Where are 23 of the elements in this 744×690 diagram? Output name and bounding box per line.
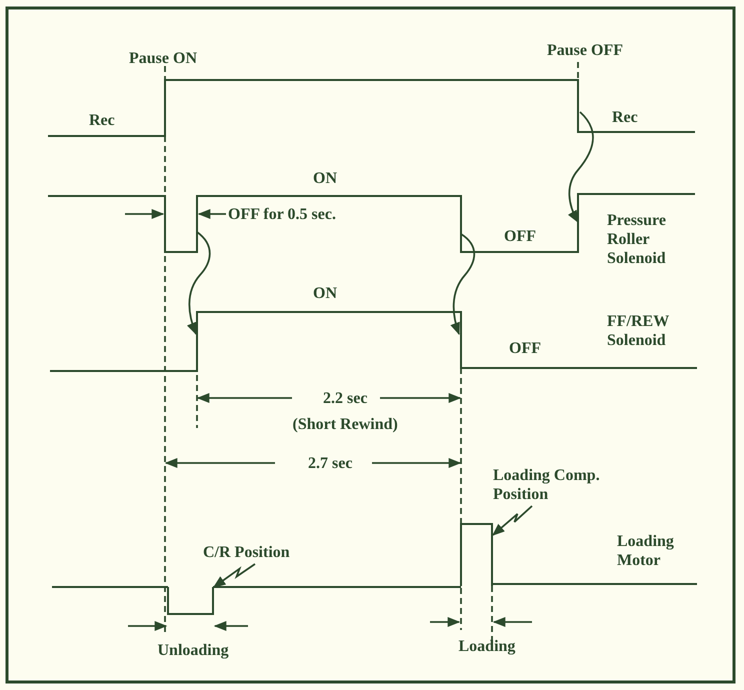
label: Pause OFF: [547, 40, 623, 60]
label: (Short Rewind): [292, 414, 398, 434]
label: Loading: [458, 636, 516, 656]
label: OFF: [509, 338, 541, 358]
callout-label: C/R Position: [203, 543, 333, 562]
label: Pause ON: [129, 48, 197, 68]
label: OFF: [504, 226, 536, 246]
label: 2.2 sec: [323, 388, 368, 408]
label: ON: [313, 168, 337, 188]
label: OFF for 0.5 sec.: [228, 204, 336, 224]
label: 2.7 sec: [308, 454, 352, 472]
label: Pressure Roller Solenoid: [607, 210, 667, 268]
label: Rec: [612, 108, 638, 126]
label: Loading Motor: [617, 532, 675, 570]
timing-waveform: [460, 523, 493, 587]
label: Unloading: [158, 640, 229, 660]
label: ON: [313, 284, 337, 302]
timing-waveform: [167, 586, 214, 615]
leader-line: [492, 505, 533, 536]
label: Rec: [89, 110, 115, 130]
label: FF/REW Solenoid: [607, 312, 670, 350]
leader-line: [212, 563, 256, 588]
callout-label: Loading Comp. Position: [493, 466, 623, 504]
